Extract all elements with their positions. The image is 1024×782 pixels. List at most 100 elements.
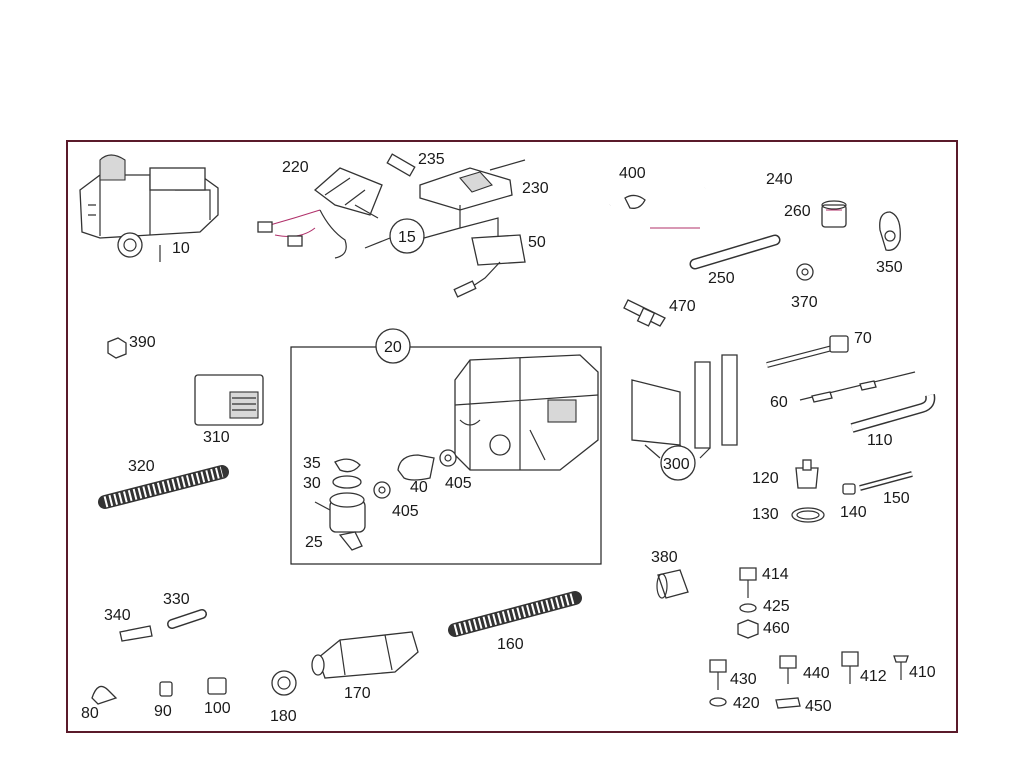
callout-370: 370 xyxy=(791,294,818,311)
part-90-spacer[interactable] xyxy=(159,681,173,697)
callout-240: 240 xyxy=(766,171,793,188)
callout-100: 100 xyxy=(204,700,231,717)
callout-15: 15 xyxy=(398,229,416,246)
callout-60: 60 xyxy=(770,394,788,411)
part-140-plug[interactable] xyxy=(842,483,856,495)
callout-380: 380 xyxy=(651,549,678,566)
part-160-corrugated-tube[interactable] xyxy=(448,591,582,637)
callout-90: 90 xyxy=(154,703,172,720)
callout-220: 220 xyxy=(282,159,309,176)
part-405-clamp-a[interactable] xyxy=(373,481,391,499)
callout-400: 400 xyxy=(619,165,646,182)
part-40-elbow[interactable] xyxy=(397,454,435,481)
callout-410: 410 xyxy=(909,664,936,681)
callout-20: 20 xyxy=(384,339,402,356)
part-170-muffler[interactable] xyxy=(311,631,419,679)
part-100-holder[interactable] xyxy=(207,677,227,695)
callout-130: 130 xyxy=(752,506,779,523)
part-250-tube[interactable] xyxy=(689,234,781,270)
part-370-clamp[interactable] xyxy=(796,263,814,281)
part-405-clamp-b[interactable] xyxy=(439,449,457,467)
part-350-clip[interactable] xyxy=(879,211,901,251)
part-120-thermostat[interactable] xyxy=(795,459,819,489)
part-60-cable[interactable] xyxy=(799,371,916,403)
callout-35: 35 xyxy=(303,455,321,472)
part-230-timer[interactable] xyxy=(419,159,526,211)
callout-425: 425 xyxy=(763,598,790,615)
callout-310: 310 xyxy=(203,429,230,446)
callout-405-left: 405 xyxy=(392,503,419,520)
callout-25: 25 xyxy=(305,534,323,551)
callout-20-group xyxy=(375,328,411,364)
part-300-bracket[interactable] xyxy=(631,354,738,481)
callout-140: 140 xyxy=(840,504,867,521)
callout-120: 120 xyxy=(752,470,779,487)
part-220-control-unit[interactable] xyxy=(257,167,383,259)
callout-15-group xyxy=(364,205,499,254)
callout-414: 414 xyxy=(762,566,789,583)
part-70-rod[interactable] xyxy=(766,335,849,368)
callout-450: 450 xyxy=(805,698,832,715)
part-30-ring[interactable] xyxy=(332,475,362,489)
part-320-corrugated-tube[interactable] xyxy=(98,465,229,509)
part-110-pipe[interactable] xyxy=(850,394,936,433)
callout-300: 300 xyxy=(663,456,690,473)
callout-230: 230 xyxy=(522,180,549,197)
callout-labels: 10 220 235 230 15 50 400 240 260 350 250… xyxy=(81,151,936,725)
part-260-sleeve[interactable] xyxy=(821,200,847,228)
callout-150: 150 xyxy=(883,490,910,507)
part-20-burner-assembly[interactable] xyxy=(454,354,599,471)
part-440-screw[interactable] xyxy=(779,655,797,684)
callout-412: 412 xyxy=(860,668,887,685)
callout-235: 235 xyxy=(418,151,445,168)
callout-405-right: 405 xyxy=(445,475,472,492)
part-450-clip[interactable] xyxy=(775,697,801,709)
part-50-sensor[interactable] xyxy=(453,234,526,298)
callout-440: 440 xyxy=(803,665,830,682)
callout-80: 80 xyxy=(81,705,99,722)
callout-460: 460 xyxy=(763,620,790,637)
part-180-clamp[interactable] xyxy=(271,670,297,696)
callout-160: 160 xyxy=(497,636,524,653)
callout-320: 320 xyxy=(128,458,155,475)
callout-390: 390 xyxy=(129,334,156,351)
callout-330: 330 xyxy=(163,591,190,608)
part-410-screw[interactable] xyxy=(893,655,909,680)
callout-340: 340 xyxy=(104,607,131,624)
part-425-washer[interactable] xyxy=(739,603,757,613)
part-330-tube[interactable] xyxy=(167,609,207,629)
part-310-label-plate[interactable] xyxy=(194,374,264,426)
part-10-heater-unit[interactable] xyxy=(79,154,219,262)
part-80-bracket[interactable] xyxy=(91,685,118,705)
callout-470: 470 xyxy=(669,298,696,315)
part-340-connector[interactable] xyxy=(119,625,153,642)
callout-30: 30 xyxy=(303,475,321,492)
part-420-washer[interactable] xyxy=(709,697,727,707)
callout-50: 50 xyxy=(528,234,546,251)
part-240-hose[interactable] xyxy=(600,181,766,236)
part-390-nut[interactable] xyxy=(107,337,127,359)
callout-180: 180 xyxy=(270,708,297,725)
diagram-frame xyxy=(66,140,958,733)
part-412-bolt[interactable] xyxy=(841,651,859,684)
part-35-clip[interactable] xyxy=(334,458,361,473)
part-460-nut[interactable] xyxy=(737,619,759,639)
part-150-pin[interactable] xyxy=(859,471,913,491)
callout-170: 170 xyxy=(344,685,371,702)
part-380-sleeve[interactable] xyxy=(656,569,689,599)
callout-40: 40 xyxy=(410,479,428,496)
callout-420: 420 xyxy=(733,695,760,712)
callout-430: 430 xyxy=(730,671,757,688)
part-130-seal-ring[interactable] xyxy=(791,507,825,523)
callout-10: 10 xyxy=(172,240,190,257)
part-400-hose-clamp[interactable] xyxy=(624,194,646,209)
callout-70: 70 xyxy=(854,330,872,347)
callout-350: 350 xyxy=(876,259,903,276)
part-470-glow-plug[interactable] xyxy=(623,299,666,327)
part-430-screw[interactable] xyxy=(709,659,727,690)
part-25-pump[interactable] xyxy=(314,492,366,551)
callout-260: 260 xyxy=(784,203,811,220)
part-235-fuse[interactable] xyxy=(386,153,416,177)
part-414-bolt[interactable] xyxy=(739,567,757,598)
